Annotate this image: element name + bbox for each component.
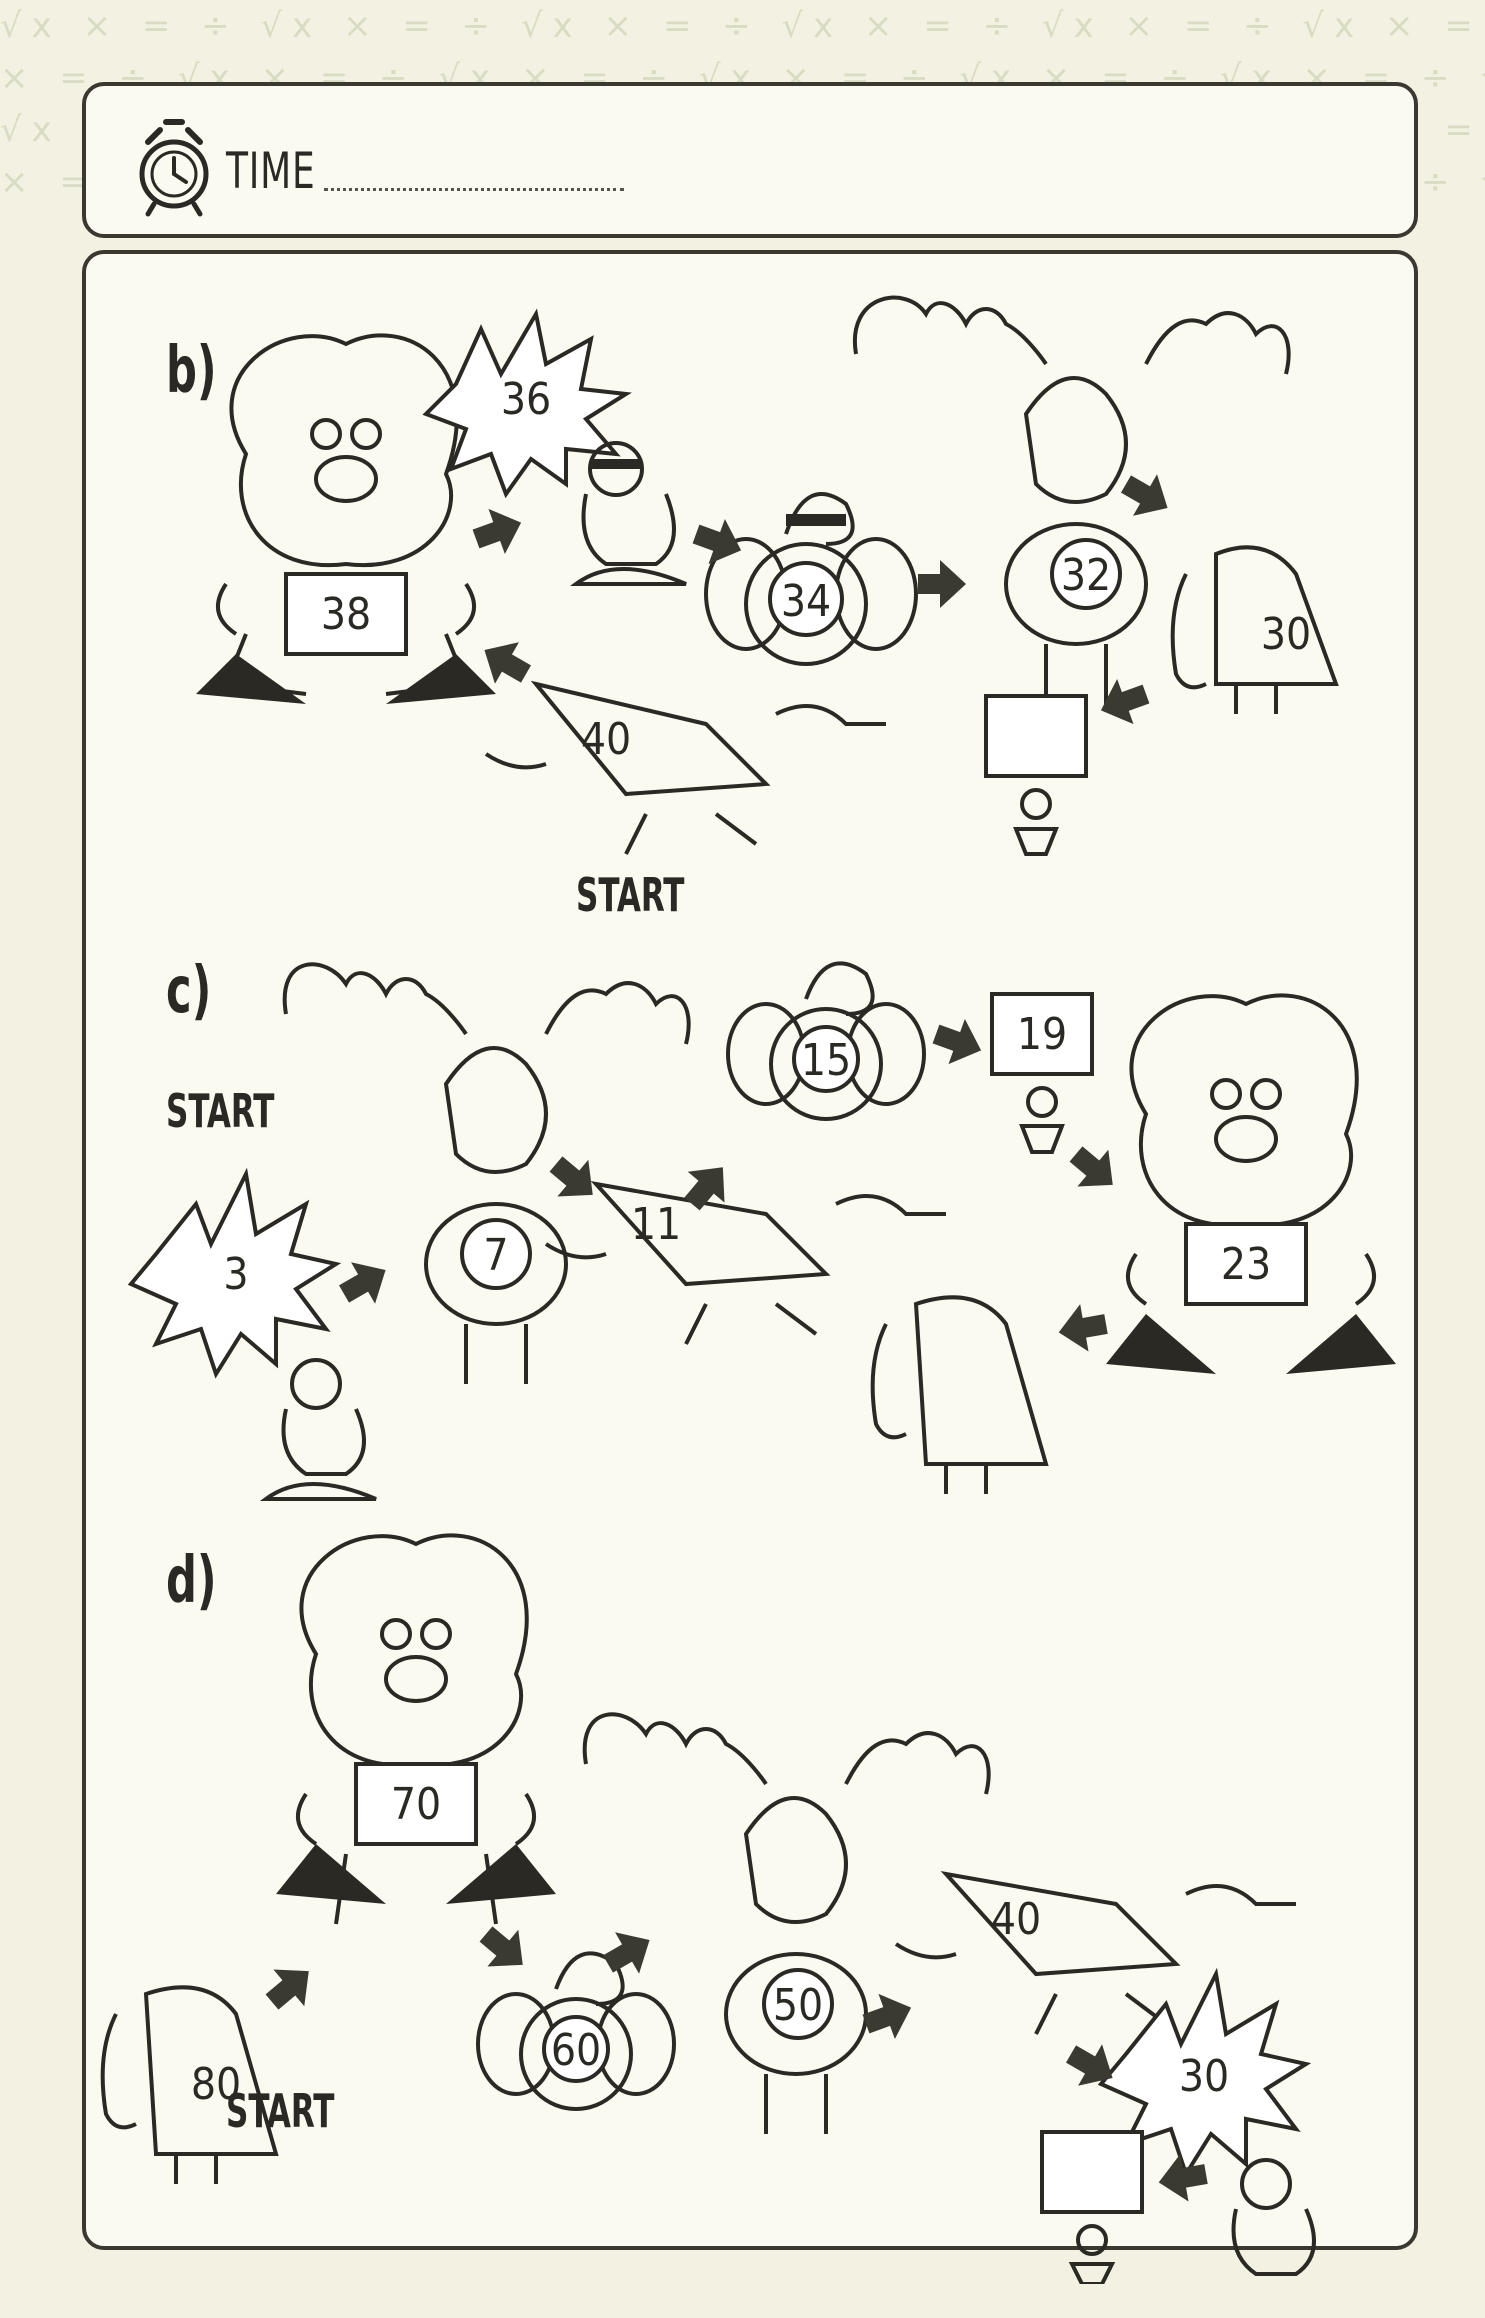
number-badge: [460, 1218, 532, 1290]
arrow-icon: [1060, 1135, 1129, 1204]
time-answer-line[interactable]: [324, 188, 624, 191]
anteater-hero: [1170, 545, 1339, 714]
number-19: 19: [1017, 1009, 1067, 1060]
lizard-hero: [894, 1871, 1296, 2035]
ninja-hero: [569, 441, 687, 586]
number-card: [284, 572, 408, 656]
number-card: [354, 1762, 478, 1846]
lizard-hero: [544, 1181, 946, 1345]
number-card: [1184, 1222, 1308, 1306]
time-box: TIME: [82, 82, 1418, 238]
lizard-hero: [484, 680, 886, 855]
starburst-shape: [127, 1167, 342, 1379]
arrow-icon: [540, 1145, 609, 1214]
section-d-diagram: 80 70 60 50: [100, 1533, 1316, 2284]
answer-box[interactable]: [1040, 2130, 1144, 2214]
number-badge: [1050, 538, 1122, 610]
number-70: 70: [391, 1779, 441, 1830]
number-40: 40: [581, 714, 631, 765]
tiny-hero: [1019, 1086, 1065, 1154]
moose-hero: [852, 295, 1291, 704]
time-label: TIME: [226, 142, 316, 200]
section-b-diagram: 38 36 34 32: [196, 295, 1339, 856]
number-23: 23: [1221, 1239, 1271, 1290]
section-d-start-label: START: [226, 2084, 335, 2138]
anteater-hero: [870, 1295, 1049, 1494]
section-d-label: d): [166, 1544, 217, 1618]
puzzle-panel: b) 38 36: [82, 250, 1418, 2284]
number-38: 38: [321, 589, 371, 640]
number-3: 3: [223, 1249, 248, 1300]
section-c-start-label: START: [166, 1084, 275, 1138]
number-30: 30: [1179, 2051, 1229, 2102]
arrow-icon: [332, 1249, 398, 1315]
arrow-icon: [1092, 671, 1155, 733]
number-card: [990, 992, 1094, 1076]
bear-hero: [1126, 993, 1376, 1306]
number-40: 40: [991, 1894, 1041, 1945]
starburst-shape: [422, 308, 632, 499]
ninja-hero: [1231, 2158, 1316, 2276]
anteater-hero: [100, 1985, 279, 2184]
number-15: 15: [801, 1035, 851, 1086]
arrow-icon: [596, 1919, 662, 1985]
number-80: 80: [191, 2059, 241, 2110]
arrow-icon: [857, 1985, 920, 2047]
number-badge: [542, 2015, 610, 2083]
moose-hero: [582, 1712, 991, 2134]
ninja-hero: [259, 1358, 377, 1501]
number-32: 32: [1061, 550, 1111, 601]
section-c-diagram: 3 7 11 1: [127, 961, 1396, 1501]
number-badge: [792, 1025, 860, 1093]
arrow-icon: [687, 511, 750, 573]
number-7: 7: [483, 1230, 508, 1281]
arrow-icon: [1114, 463, 1180, 529]
arrow-icon: [467, 500, 530, 562]
arrow-icon: [1054, 1300, 1111, 1356]
arrow-icon: [918, 560, 966, 608]
arrow-icon: [470, 1915, 539, 1984]
number-badge: [762, 1968, 834, 2040]
number-badge: [768, 561, 844, 637]
tiny-hero: [1013, 788, 1059, 856]
section-b-start-label: START: [576, 868, 685, 922]
section-c-label: c): [166, 954, 212, 1028]
number-36: 36: [501, 374, 551, 425]
answer-box[interactable]: [984, 694, 1088, 778]
number-60: 60: [551, 2025, 601, 2076]
section-b-label: b): [166, 334, 217, 408]
number-30: 30: [1261, 609, 1311, 660]
number-34: 34: [781, 576, 831, 627]
number-11: 11: [631, 1199, 681, 1250]
alarm-clock-icon: [139, 119, 209, 217]
tiny-hero: [1068, 2224, 1116, 2284]
arrow-icon: [256, 1952, 325, 2021]
arrow-icon: [927, 1011, 990, 1073]
moose-hero: [282, 962, 691, 1384]
number-50: 50: [773, 1980, 823, 2031]
